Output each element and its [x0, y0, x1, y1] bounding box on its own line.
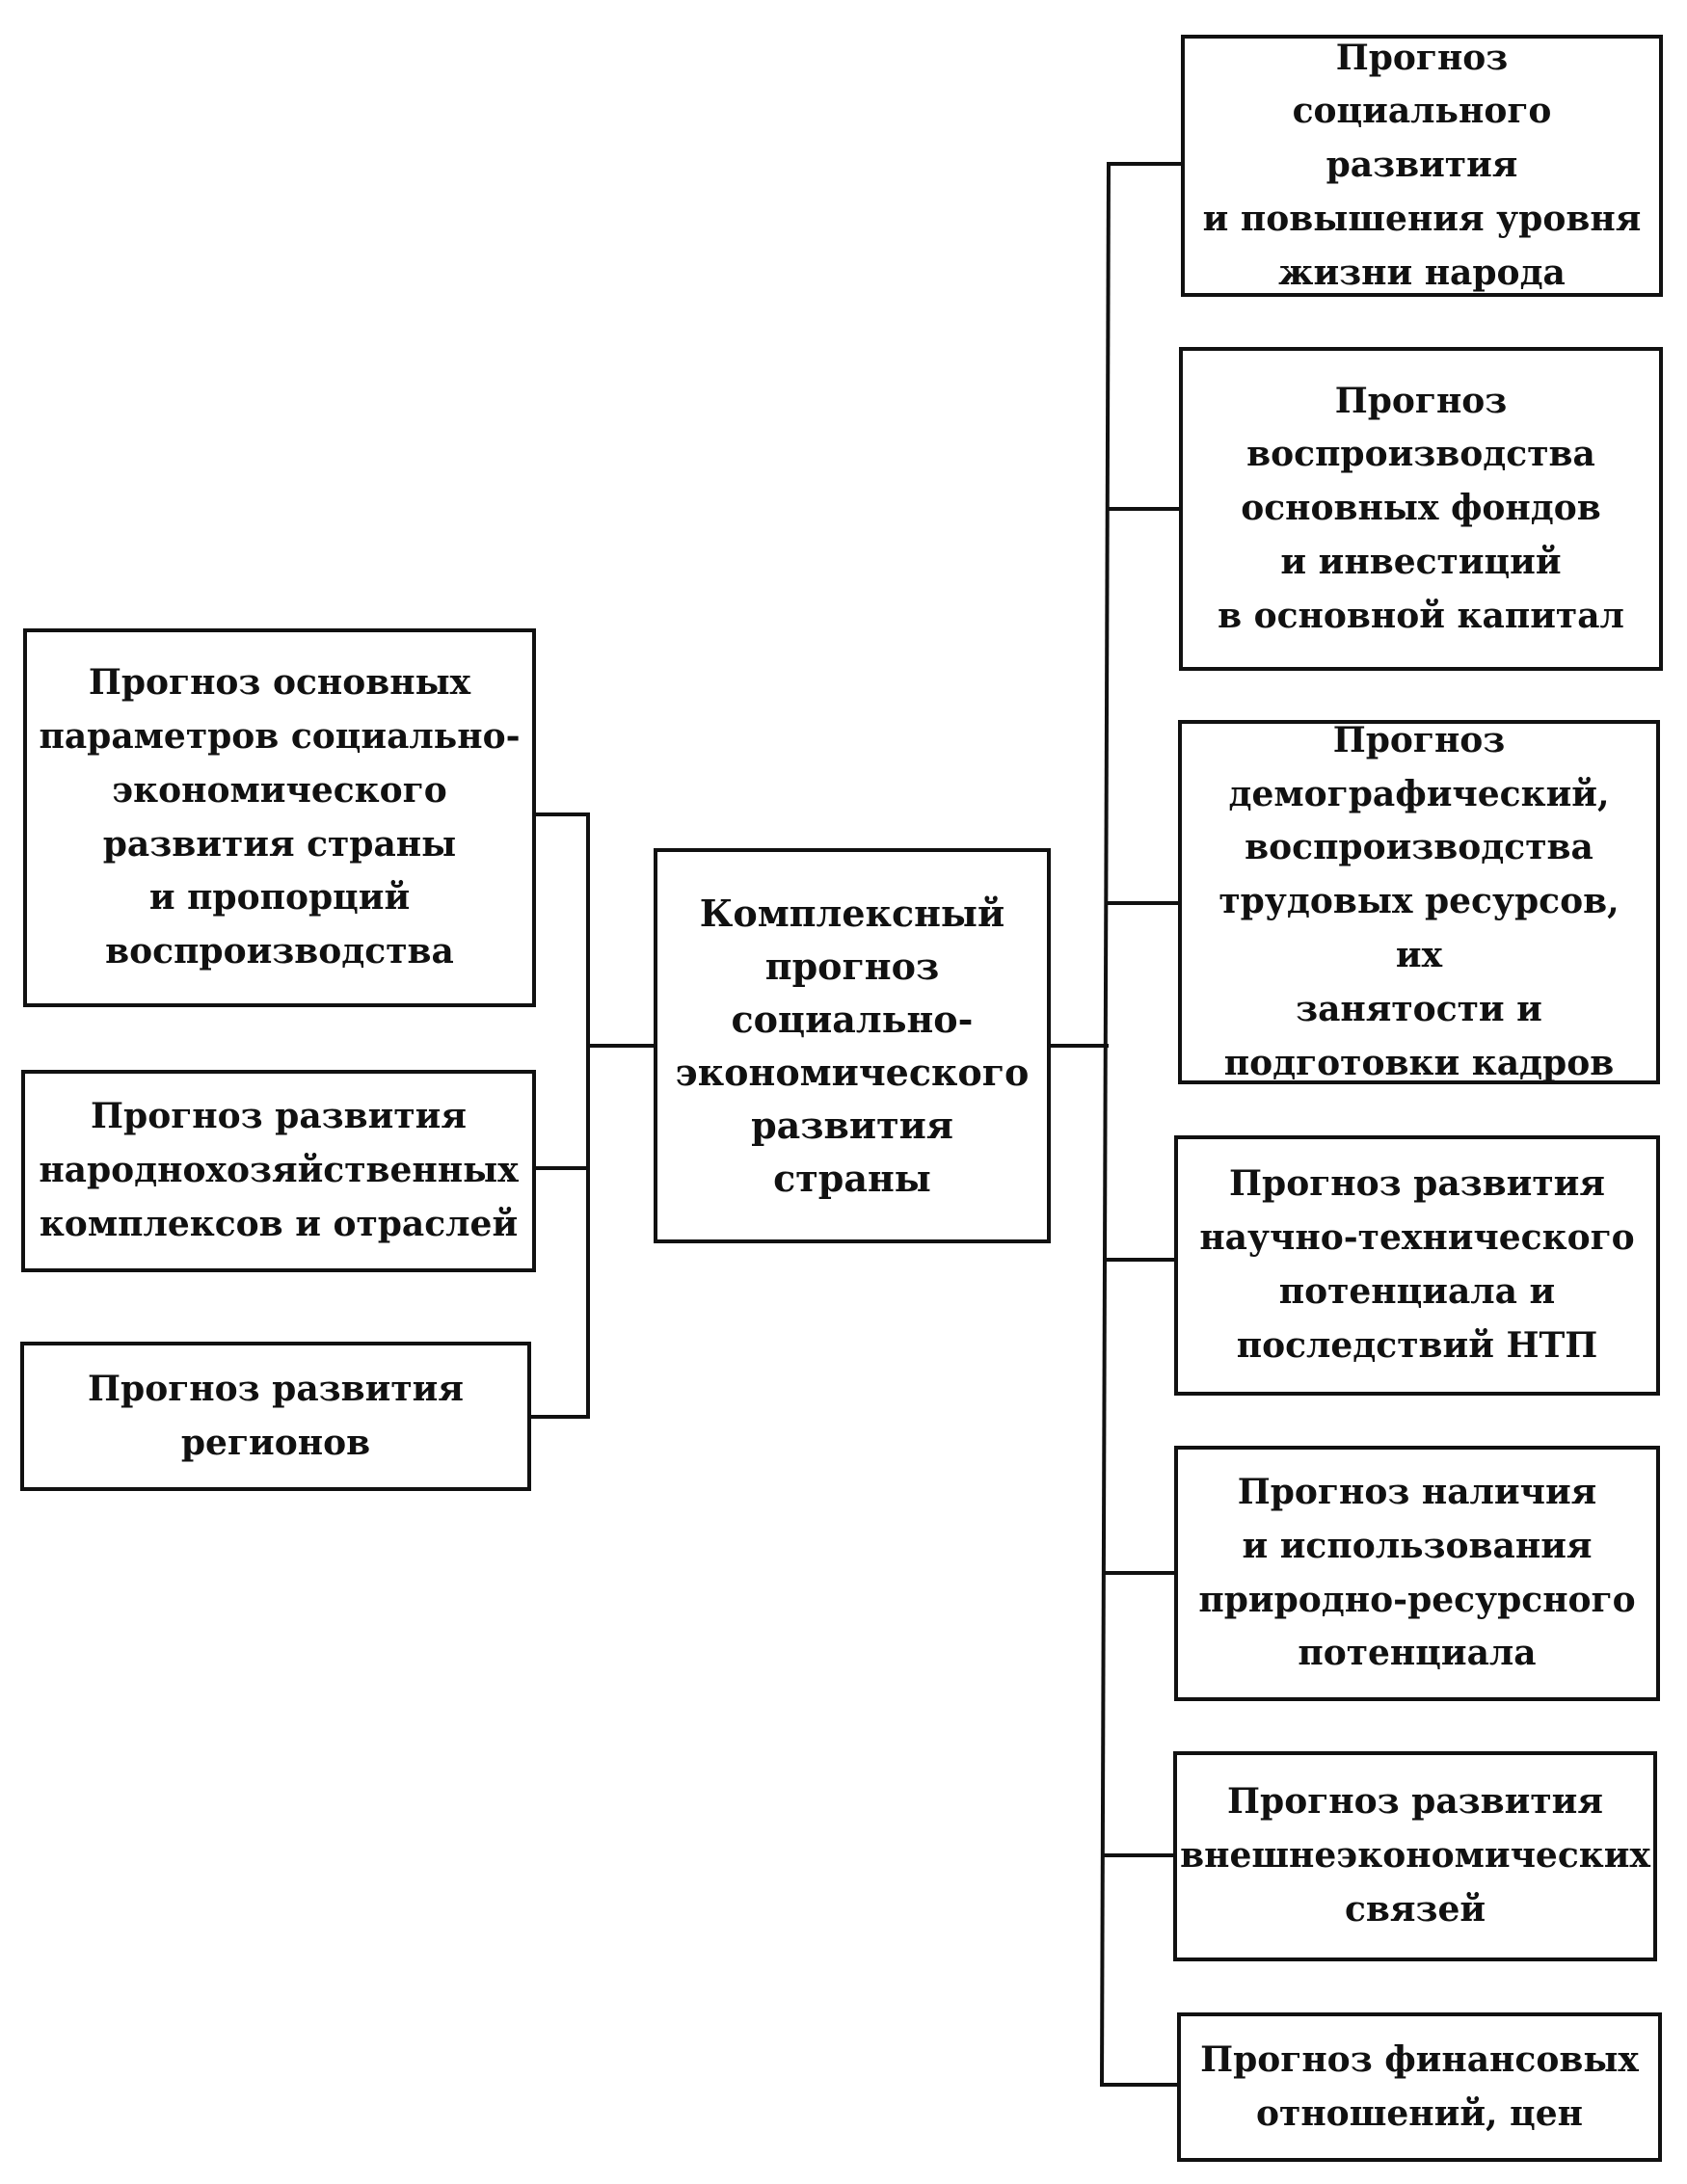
right-box-fixed-assets: Прогноз воспроизводства основных фондов … — [1179, 347, 1663, 671]
left-box-label: Прогноз основных параметров социально- э… — [39, 662, 521, 972]
right-box-label: Прогноз демографический, воспроизводства… — [1218, 719, 1620, 1083]
right-box-label: Прогноз наличия и использования природно… — [1198, 1471, 1636, 1674]
right-box-natural-resources: Прогноз наличия и использования природно… — [1174, 1446, 1660, 1701]
right-box-foreign-economic: Прогноз развития внешнеэкономических свя… — [1173, 1751, 1657, 1961]
center-box-complex-forecast: Комплексный прогноз социально- экономиче… — [654, 848, 1051, 1243]
right-box-social-development: Прогноз социального развития и повышения… — [1181, 35, 1663, 297]
right-box-demographic: Прогноз демографический, воспроизводства… — [1178, 720, 1660, 1084]
left-box-national-complexes: Прогноз развития народнохозяйственных ко… — [21, 1070, 536, 1272]
right-box-label: Прогноз финансовых отношений, цен — [1200, 2038, 1639, 2134]
right-box-financial-relations: Прогноз финансовых отношений, цен — [1177, 2012, 1662, 2162]
right-box-scientific-technical: Прогноз развития научно-технического пот… — [1174, 1135, 1660, 1396]
left-box-label: Прогноз развития регионов — [88, 1368, 464, 1463]
right-box-label: Прогноз развития научно-технического пот… — [1199, 1163, 1635, 1366]
right-box-label: Прогноз воспроизводства основных фондов … — [1218, 380, 1624, 636]
right-box-label: Прогноз развития внешнеэкономических свя… — [1180, 1781, 1650, 1930]
right-bracket-trunk — [1100, 163, 1111, 2086]
right-box-label: Прогноз социального развития и повышения… — [1202, 37, 1642, 293]
left-box-main-parameters: Прогноз основных параметров социально- э… — [23, 628, 536, 1007]
left-box-regions: Прогноз развития регионов — [20, 1342, 531, 1491]
center-box-label: Комплексный прогноз социально- экономиче… — [675, 891, 1030, 1201]
left-box-label: Прогноз развития народнохозяйственных ко… — [39, 1096, 519, 1244]
